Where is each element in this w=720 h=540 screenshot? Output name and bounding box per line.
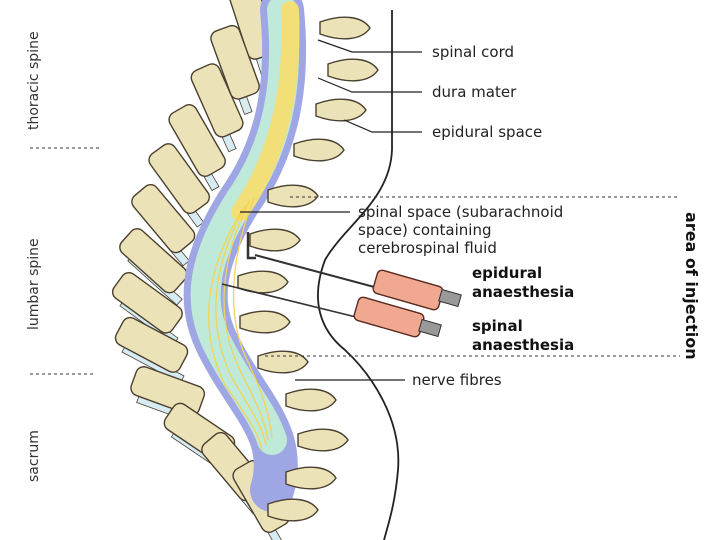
spinous-process — [315, 98, 367, 122]
spinous-process — [257, 350, 309, 374]
label-subarachnoid-3: cerebrospinal fluid — [358, 239, 497, 257]
label-epidural-space: epidural space — [432, 123, 542, 141]
vertebral-body — [168, 104, 226, 177]
vertebral-body — [119, 228, 188, 294]
region-lumbar: lumbar spine — [26, 238, 42, 330]
vertebral-body — [190, 63, 244, 138]
nerve-fibre-lines — [208, 197, 273, 451]
spinous-process — [293, 138, 345, 162]
vertebral-body — [130, 366, 206, 416]
epidural-syringe — [246, 232, 462, 311]
back-outline — [317, 10, 400, 540]
vertebral-body — [114, 316, 189, 373]
vertebral-bodies — [111, 0, 290, 540]
region-thoracic: thoracic spine — [26, 31, 42, 130]
spinous-process — [285, 388, 337, 412]
label-nerve-fibres: nerve fibres — [412, 371, 502, 389]
spinous-processes — [237, 16, 379, 522]
spinous-process — [297, 428, 349, 452]
leader-spinal-cord — [317, 39, 422, 53]
vertebral-body — [210, 24, 260, 100]
vertebral-body — [131, 183, 196, 254]
leader-epidural-space — [343, 119, 422, 133]
label-epidural-anaesthesia-2: anaesthesia — [472, 283, 574, 301]
vertebral-body — [148, 143, 211, 215]
spinous-process — [267, 184, 319, 208]
spinous-process — [239, 310, 291, 334]
spinous-process — [249, 228, 301, 252]
label-dura-mater: dura mater — [432, 83, 517, 101]
label-spinal-anaesthesia-1: spinal — [472, 317, 523, 335]
spinal-syringe — [221, 283, 442, 338]
region-injection-area: area of injection — [682, 212, 701, 360]
spinous-process — [285, 466, 337, 490]
region-sacrum: sacrum — [26, 430, 42, 482]
spinous-process — [319, 16, 371, 40]
spinous-process — [327, 58, 379, 82]
label-spinal-anaesthesia-2: anaesthesia — [472, 336, 574, 354]
vertebral-body — [111, 271, 183, 334]
label-epidural-anaesthesia-1: epidural — [472, 264, 542, 282]
spinal-cord-shape — [231, 1, 300, 221]
leader-dura-mater — [317, 77, 422, 93]
label-spinal-cord: spinal cord — [432, 43, 514, 61]
label-subarachnoid-2: space) containing — [358, 221, 492, 239]
spinous-process — [267, 498, 319, 522]
label-subarachnoid-1: spinal space (subarachnoid — [358, 203, 563, 221]
